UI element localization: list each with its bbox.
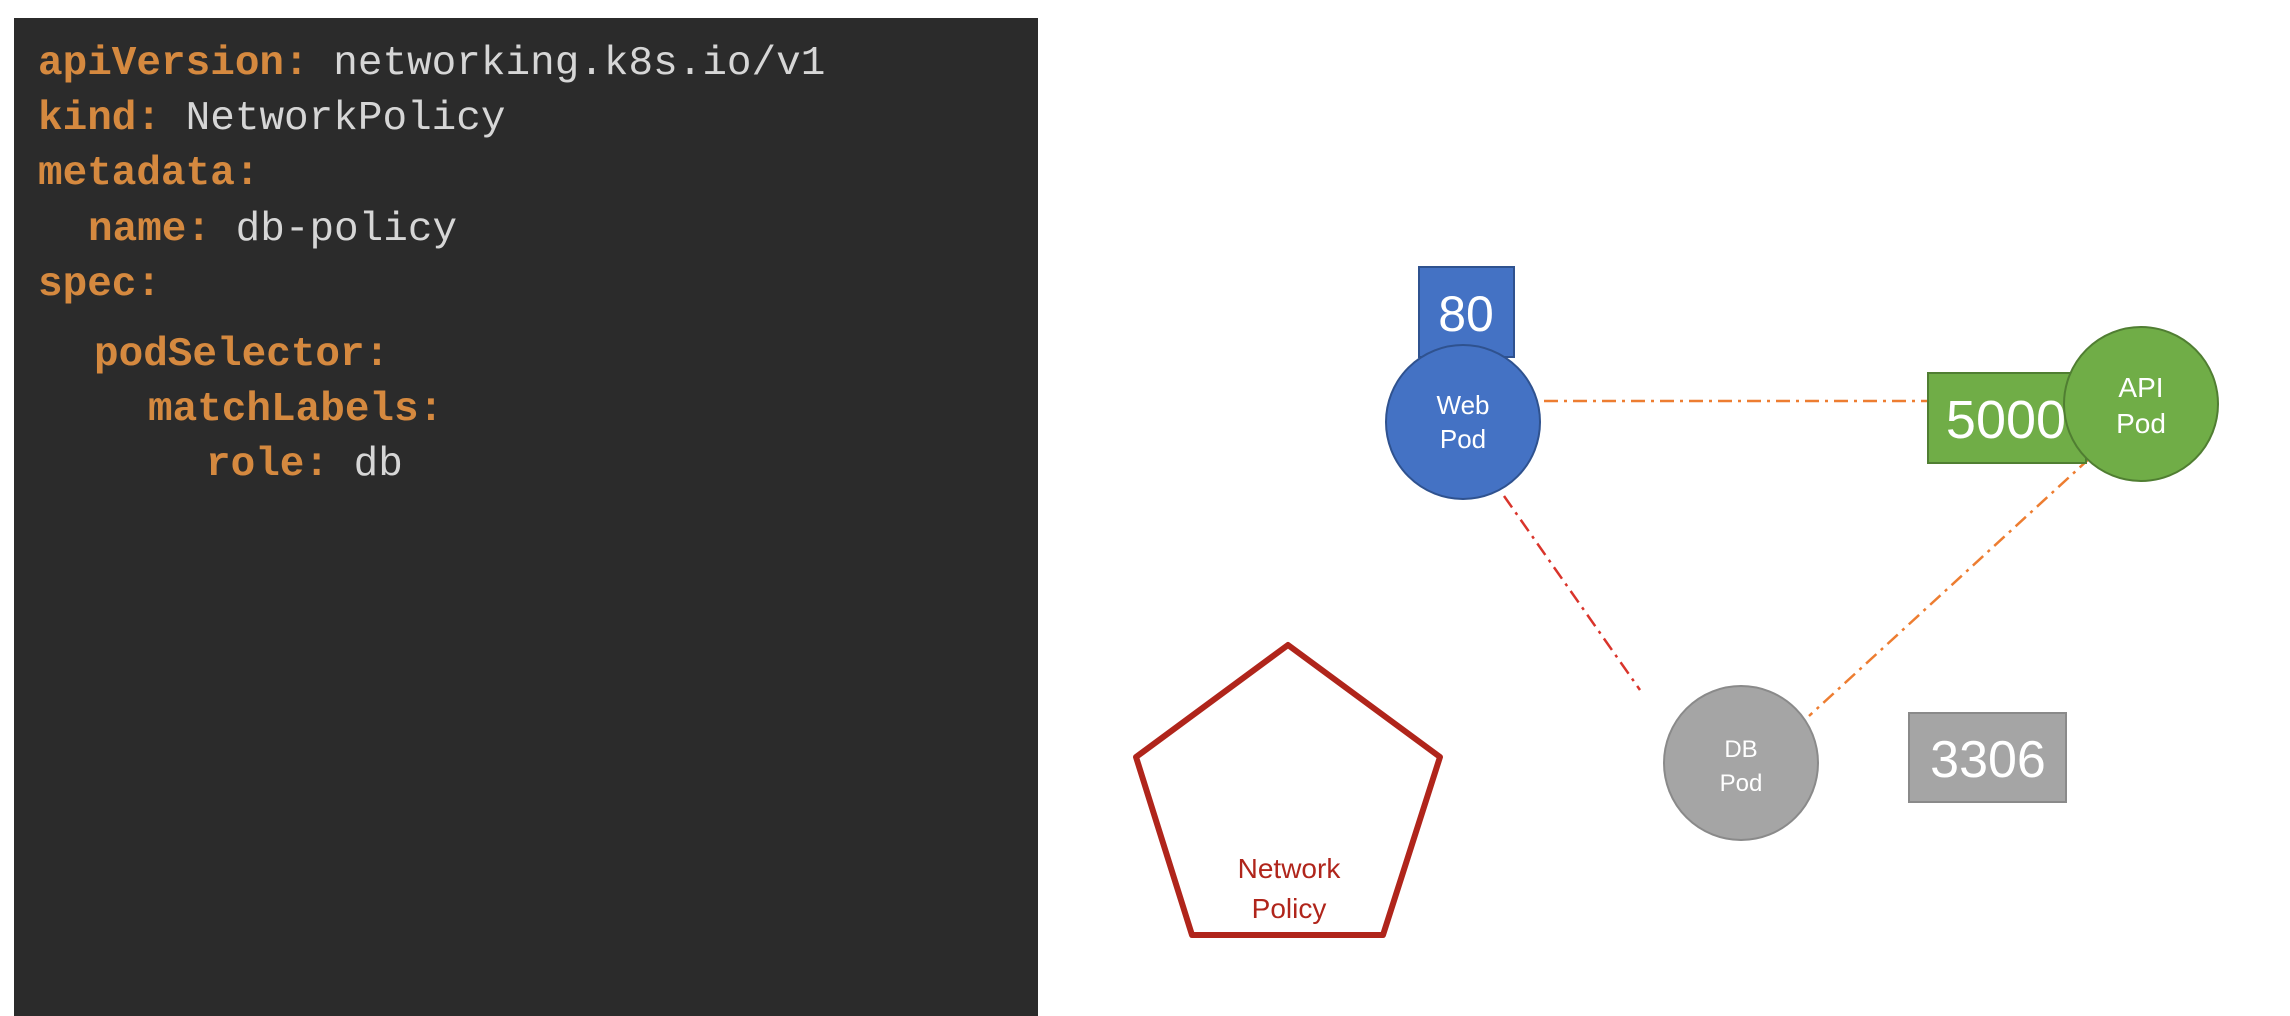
yaml-key: name: [88, 207, 212, 253]
yaml-key: kind: [38, 96, 162, 142]
api-pod-port-label: 5000 [1946, 390, 2066, 450]
db-pod-port-box [1908, 712, 2067, 803]
db-pod-label-line1: DB [1724, 736, 1757, 763]
yaml-key: metadata: [38, 151, 260, 197]
yaml-key: spec: [38, 262, 162, 308]
api-pod-port-box [1927, 372, 2087, 464]
yaml-line-spec: spec: [38, 261, 161, 309]
yaml-value: networking.k8s.io/v1 [308, 41, 826, 87]
db-pod-label-line2: Pod [1720, 770, 1763, 797]
db-pod-port-label: 3306 [1930, 731, 2046, 789]
yaml-key: matchLabels: [148, 387, 444, 433]
api-pod-label-line2: Pod [2116, 408, 2166, 439]
diagram-canvas: 80 Web Pod 5000 API Pod DB Pod 3306 Netw… [1133, 266, 2219, 938]
web-pod-port-box [1418, 266, 1515, 358]
network-policy-pentagon-icon [1133, 642, 1443, 938]
yaml-line-matchlabels: matchLabels: [148, 386, 443, 434]
yaml-line-kind: kind: NetworkPolicy [38, 95, 506, 143]
yaml-value: NetworkPolicy [161, 96, 506, 142]
yaml-value: db-policy [211, 207, 458, 253]
yaml-value: db [329, 442, 403, 488]
web-pod-label-line2: Pod [1440, 424, 1486, 454]
network-policy-diagram: 80 Web Pod 5000 API Pod DB Pod 3306 Netw… [1040, 0, 2290, 1016]
yaml-line-apiversion: apiVersion: networking.k8s.io/v1 [38, 40, 825, 88]
api-pod-label-line1: API [2118, 372, 2163, 403]
api-pod-circle [2063, 326, 2219, 482]
web-pod-circle [1385, 344, 1541, 500]
web-pod-label-line1: Web [1437, 390, 1490, 420]
yaml-key: podSelector: [94, 332, 390, 378]
yaml-line-metadata: metadata: [38, 150, 259, 198]
yaml-line-role: role: db [206, 441, 403, 489]
yaml-code-panel: apiVersion: networking.k8s.io/v1 kind: N… [14, 18, 1038, 1016]
yaml-key: role: [206, 442, 330, 488]
network-policy-label-line1: Network [1238, 853, 1342, 884]
db-pod-circle [1663, 685, 1819, 841]
network-policy-label-line2: Policy [1252, 893, 1327, 924]
yaml-line-name: name: db-policy [88, 206, 457, 254]
web-pod-port-label: 80 [1438, 286, 1494, 342]
connector-api-db [1808, 457, 2091, 717]
connector-web-db [1502, 495, 1642, 691]
yaml-line-podselector: podSelector: [94, 331, 389, 379]
yaml-key: apiVersion: [38, 41, 309, 87]
